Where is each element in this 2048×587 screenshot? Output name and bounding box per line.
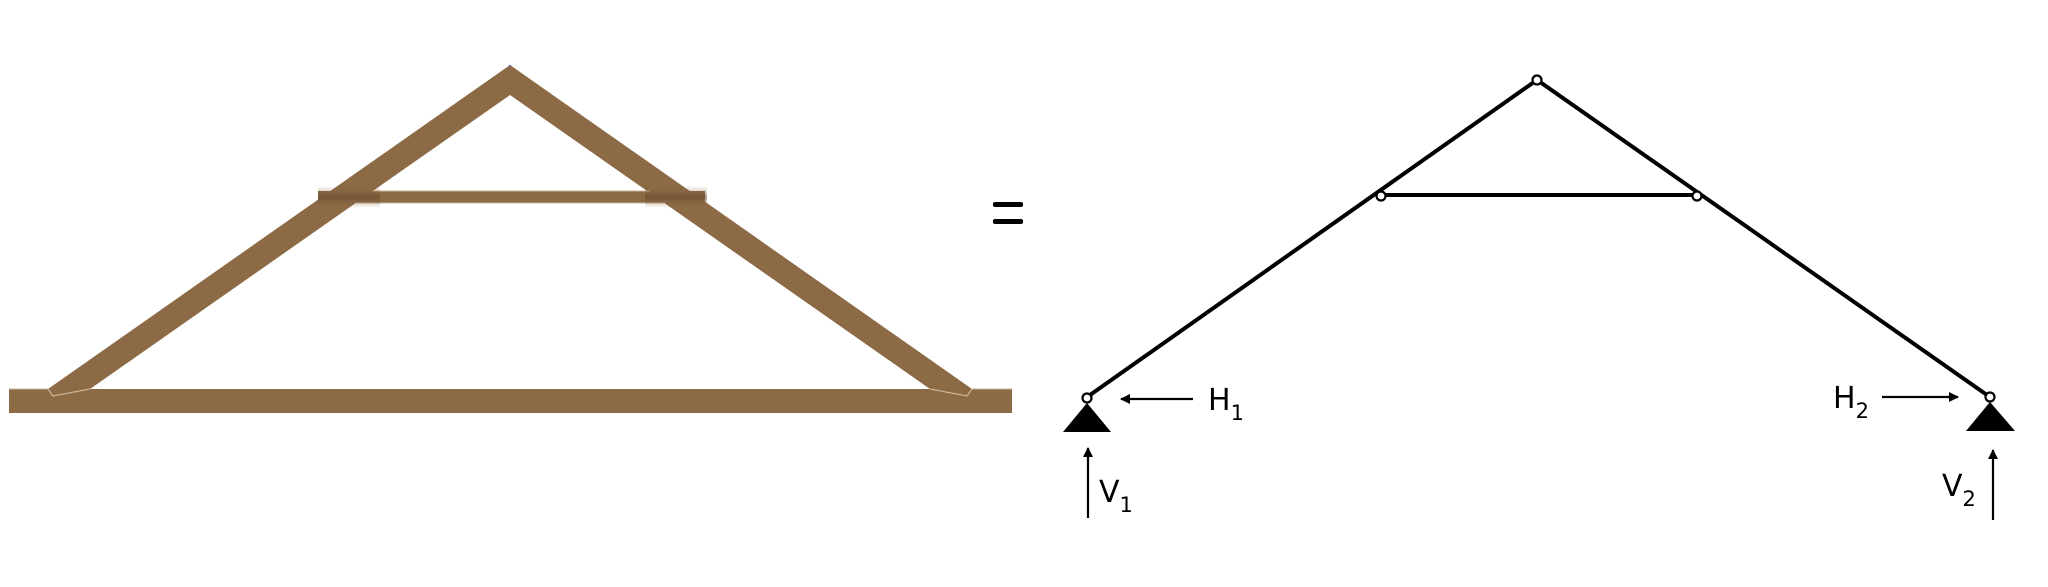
h1-symbol: H: [1208, 383, 1231, 418]
collar-right-hinge: [1691, 190, 1703, 202]
v1-subscript: 1: [1120, 493, 1133, 517]
v1-symbol: V: [1099, 475, 1120, 510]
right-support-hinge: [1984, 391, 1996, 403]
h2-symbol: H: [1833, 381, 1856, 416]
reaction-h2: H2: [1833, 381, 1959, 423]
equals-sign: [993, 202, 1023, 224]
collar-left-hinge: [1375, 190, 1387, 202]
v2-symbol: V: [1942, 469, 1963, 504]
h1-subscript: 1: [1231, 401, 1244, 425]
v2-subscript: 2: [1963, 487, 1976, 511]
left-rafter-line: [1088, 80, 1536, 397]
timber-truss: [9, 64, 1012, 413]
reaction-h1: H1: [1120, 383, 1244, 425]
svg-text:H1: H1: [1208, 383, 1244, 425]
apex-hinge: [1531, 74, 1543, 86]
svg-text:V2: V2: [1942, 469, 1976, 511]
tie-beam: [9, 389, 1012, 413]
h2-subscript: 2: [1856, 399, 1869, 423]
right-pin-support-icon: [1966, 402, 2015, 431]
svg-text:H2: H2: [1833, 381, 1869, 423]
collar-tie: [318, 191, 705, 203]
right-rafter: [510, 65, 972, 395]
left-rafter: [48, 65, 510, 395]
reaction-v1: V1: [1083, 447, 1133, 518]
reaction-v2: V2: [1942, 449, 1998, 520]
svg-text:V1: V1: [1099, 475, 1133, 517]
left-pin-support-icon: [1063, 403, 1111, 432]
structural-model: H1 V1 H2 V2: [1063, 74, 2015, 520]
left-support-hinge: [1081, 392, 1093, 404]
right-rafter-line: [1538, 80, 1989, 397]
